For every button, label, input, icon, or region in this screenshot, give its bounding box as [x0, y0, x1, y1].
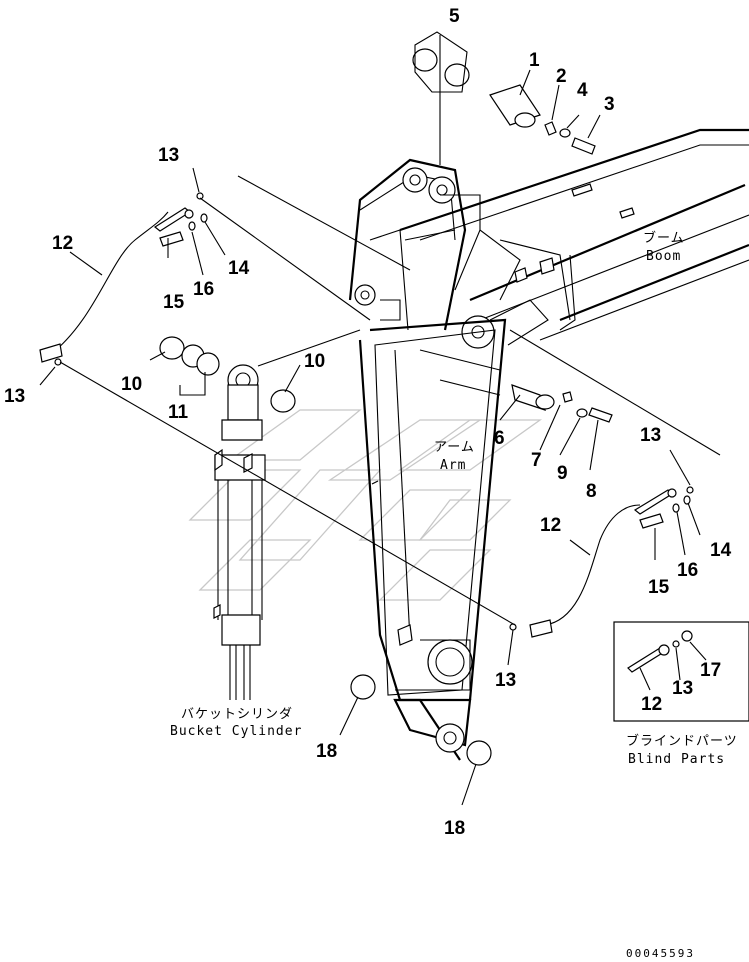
callout-1: 1: [529, 50, 540, 71]
callout-10a: 10: [121, 374, 142, 395]
boom-label-en: Boom: [646, 249, 681, 264]
callout-10b: 10: [304, 351, 325, 372]
bucket-cylinder: [213, 364, 266, 700]
callout-numbers: 1 2 3 4 5 6 7 8 9 10 10 11 12 12 12 13 1…: [4, 6, 732, 839]
callout-7: 7: [531, 450, 542, 471]
callout-16b: 16: [677, 560, 698, 581]
bucket-cylinder-label-en: Bucket Cylinder: [170, 724, 302, 739]
callout-12a: 12: [52, 233, 73, 254]
blind-parts-inset: [613, 621, 749, 722]
leader-lines: [39, 35, 721, 806]
callout-8: 8: [586, 481, 597, 502]
arm-label-en: Arm: [440, 458, 466, 473]
captions: ブーム Boom アーム Arm バケットシリンダ Bucket Cylinde…: [170, 230, 738, 960]
callout-5: 5: [449, 6, 460, 27]
boom: [399, 128, 749, 349]
arm-label-jp: アーム: [434, 440, 475, 455]
callout-2: 2: [556, 66, 567, 87]
callout-9: 9: [557, 463, 568, 484]
callout-14b: 14: [710, 540, 732, 561]
callout-13b: 13: [4, 386, 25, 407]
bucket-cylinder-label-jp: バケットシリンダ: [181, 707, 293, 722]
callout-13e: 13: [672, 678, 693, 699]
blind-parts-label-jp: ブラインドパーツ: [626, 733, 738, 749]
callout-4: 4: [577, 80, 588, 101]
callout-11: 11: [168, 402, 189, 423]
callout-12c: 12: [641, 694, 662, 715]
callout-16a: 16: [193, 279, 214, 300]
callout-18a: 18: [316, 741, 337, 762]
watermark: [188, 409, 543, 601]
callout-13c: 13: [640, 425, 661, 446]
loose-parts: [39, 31, 694, 766]
callout-15a: 15: [163, 292, 185, 313]
blind-parts-label-en: Blind Parts: [628, 752, 725, 767]
arm: [348, 158, 507, 761]
callout-14a: 14: [228, 258, 250, 279]
callout-15b: 15: [648, 577, 670, 598]
callout-17: 17: [700, 660, 721, 681]
callout-13a: 13: [158, 145, 179, 166]
document-number: 00045593: [626, 947, 695, 960]
callout-6: 6: [494, 428, 505, 449]
boom-label-jp: ブーム: [643, 230, 685, 246]
callout-12b: 12: [540, 515, 561, 536]
callout-3: 3: [604, 94, 615, 115]
callout-18b: 18: [444, 818, 465, 839]
callout-13d: 13: [495, 670, 516, 691]
